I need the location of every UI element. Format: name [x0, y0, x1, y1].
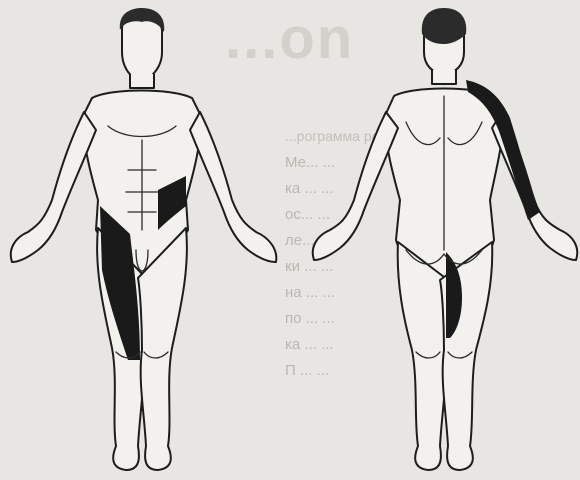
- front-figure: [11, 8, 277, 470]
- back-hair: [422, 8, 466, 44]
- front-arm-right: [190, 112, 276, 262]
- front-arm-left: [11, 112, 96, 262]
- back-arm-left: [313, 112, 398, 260]
- back-leg-left: [398, 242, 448, 470]
- front-neck: [130, 74, 154, 88]
- front-head: [122, 17, 162, 80]
- back-neck: [432, 70, 456, 84]
- back-figure: [313, 8, 577, 470]
